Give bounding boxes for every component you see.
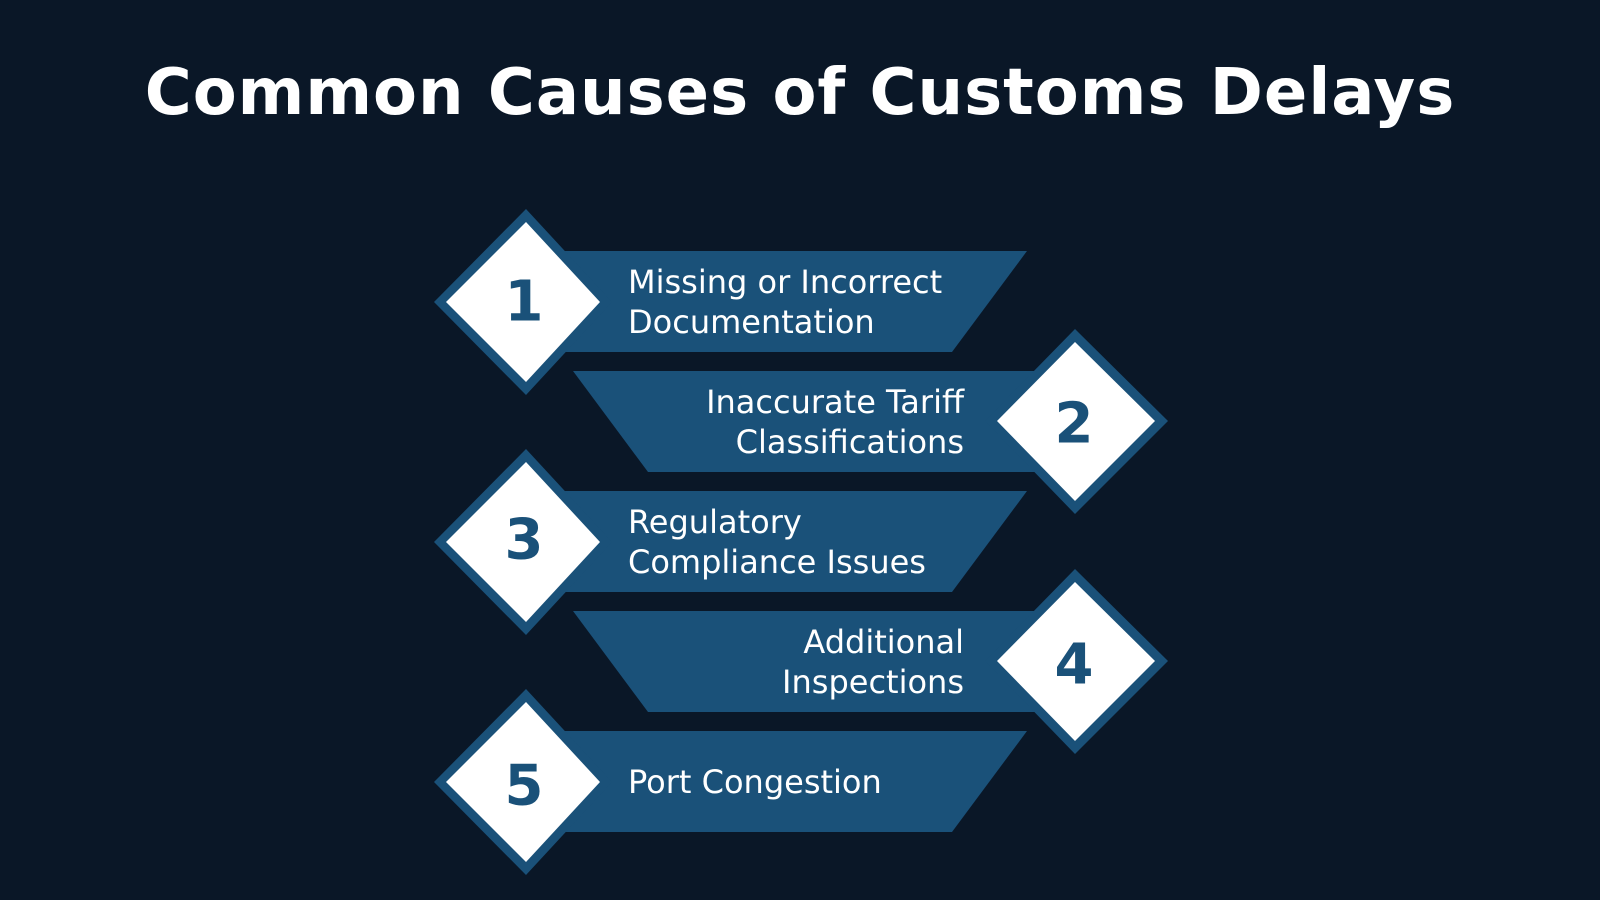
number-3: 3 xyxy=(505,508,544,573)
number-2: 2 xyxy=(1055,392,1094,457)
cause-item-3: 3 Regulatory Compliance Issues xyxy=(434,449,1027,635)
label-5-line-1: Port Congestion xyxy=(628,763,882,801)
banner-3 xyxy=(530,491,1027,592)
cause-item-5: 5 Port Congestion xyxy=(434,689,1027,875)
label-3-line-2: Compliance Issues xyxy=(628,543,926,581)
cause-item-2: 2 Inaccurate Tariff Classifications xyxy=(573,329,1168,514)
page-title: Common Causes of Customs Delays xyxy=(144,56,1456,130)
banner-4 xyxy=(573,611,1075,712)
number-1: 1 xyxy=(505,270,544,335)
diamond-2 xyxy=(997,342,1155,501)
label-2-line-1: Inaccurate Tariff xyxy=(706,383,965,421)
label-1-line-1: Missing or Incorrect xyxy=(628,263,942,301)
number-4: 4 xyxy=(1055,633,1094,698)
cause-item-1: 1 Missing or Incorrect Documentation xyxy=(434,209,1027,395)
label-2-line-2: Classifications xyxy=(736,423,964,461)
diamond-1 xyxy=(446,222,600,382)
label-4-line-1: Additional xyxy=(803,623,964,661)
label-1-line-2: Documentation xyxy=(628,303,875,341)
diamond-5 xyxy=(446,702,600,862)
number-5: 5 xyxy=(505,754,544,819)
cause-item-4: 4 Additional Inspections xyxy=(573,569,1168,754)
label-3-line-1: Regulatory xyxy=(628,503,802,541)
diamond-3 xyxy=(446,462,600,622)
banner-1 xyxy=(530,251,1027,352)
label-4-line-2: Inspections xyxy=(782,663,964,701)
diamond-4 xyxy=(997,582,1155,741)
banner-2 xyxy=(573,371,1075,472)
banner-5 xyxy=(530,731,1027,832)
